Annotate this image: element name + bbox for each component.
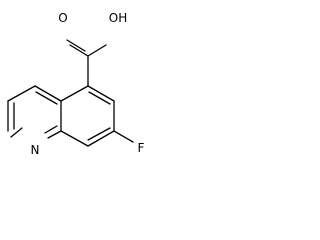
bond-n1-c2 <box>10 127 23 138</box>
bond-carboxyl-carbon-o <box>69 44 89 57</box>
bond-c4-c4a-inner <box>35 91 58 105</box>
bond-lines <box>7 39 134 147</box>
bond-carboxyl-carbon-o-double <box>66 39 86 52</box>
bond-c8a-n1 <box>47 130 62 139</box>
chemical-structure-diagram: OH O N F <box>7 11 145 157</box>
fluorine-label: F <box>138 141 145 155</box>
hydroxyl-label: OH <box>109 11 127 25</box>
bond-c7-f <box>113 130 134 143</box>
bond-c8-c8a <box>60 130 89 147</box>
bond-c8a-n1-inner <box>44 125 58 134</box>
bond-carboxyl-carbon-oh <box>87 44 107 57</box>
carbonyl-oxygen-label: O <box>58 11 67 25</box>
bond-c4a-c5 <box>60 85 89 102</box>
bond-c3-c4 <box>7 85 36 102</box>
bond-c7-c8-inner <box>87 127 111 141</box>
ring-nitrogen-label: N <box>31 143 40 157</box>
atom-labels: OH O N F <box>31 11 145 157</box>
bond-c7-c8 <box>87 130 115 147</box>
bond-c4-c4a <box>34 85 62 102</box>
bond-c5-c6-inner <box>88 91 111 105</box>
bond-c5-c6 <box>87 85 115 102</box>
